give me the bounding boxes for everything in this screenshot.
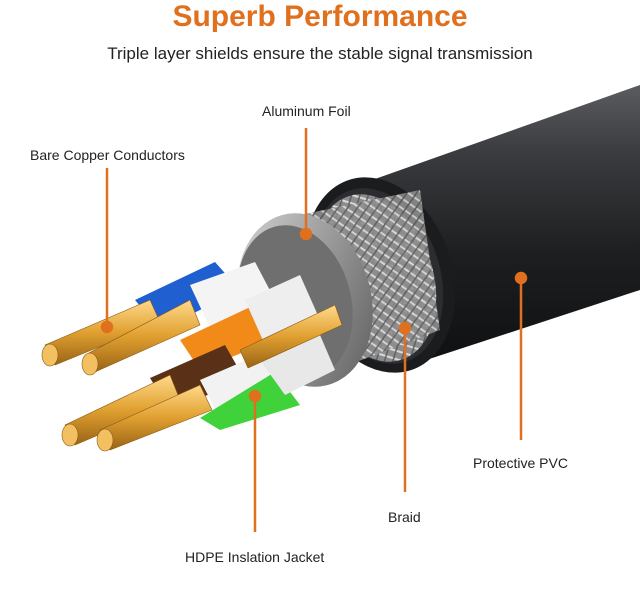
label-braid: Braid xyxy=(388,509,421,525)
white-green-wire xyxy=(260,335,335,395)
label-bare-copper-conductors: Bare Copper Conductors xyxy=(30,147,185,163)
green-wire xyxy=(200,372,300,430)
braid-dot xyxy=(398,321,412,335)
white-blue-wire xyxy=(190,262,275,328)
leader-lines xyxy=(100,128,528,532)
label-hdpe-jacket: HDPE Inslation Jacket xyxy=(185,549,325,565)
bare-copper-conductors xyxy=(41,299,343,452)
hdpe-dot xyxy=(248,389,262,403)
protective-pvc-dot xyxy=(514,271,528,285)
bare-copper-dot xyxy=(100,320,114,334)
page-title: Superb Performance xyxy=(172,0,468,33)
label-protective-pvc: Protective PVC xyxy=(473,455,568,471)
label-aluminum-foil: Aluminum Foil xyxy=(262,103,351,119)
page-subtitle: Triple layer shields ensure the stable s… xyxy=(107,44,533,63)
aluminum-foil-dot xyxy=(299,227,313,241)
